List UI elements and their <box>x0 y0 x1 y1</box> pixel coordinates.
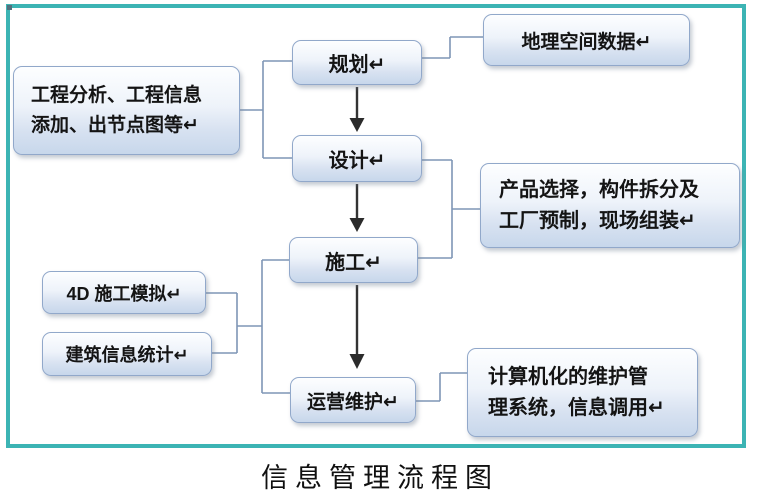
node-4d-simulation: 4D 施工模拟↵ <box>42 271 206 314</box>
node-product-selection-label: 产品选择，构件拆分及 工厂预制，现场组装↵ <box>499 178 699 232</box>
node-building-info-stats: 建筑信息统计↵ <box>42 332 212 376</box>
down-arrowhead-icon <box>349 218 365 232</box>
node-planning: 规划↵ <box>292 40 422 85</box>
flow-arrow-planning-to-design <box>349 87 365 132</box>
node-construction: 施工↵ <box>289 237 418 283</box>
connector-lines <box>206 36 483 402</box>
node-engineering-info: 工程分析、工程信息 添加、出节点图等↵ <box>13 66 240 155</box>
figure-border-frame <box>6 4 746 448</box>
flow-arrow-construction-to-operation <box>349 285 365 369</box>
node-building-info-stats-label: 建筑信息统计↵ <box>65 345 189 365</box>
node-geospatial-data-label: 地理空间数据↵ <box>521 31 652 53</box>
frame-corner-mark <box>7 5 12 10</box>
node-product-selection: 产品选择，构件拆分及 工厂预制，现场组装↵ <box>480 163 740 248</box>
down-arrowhead-icon <box>349 118 365 132</box>
figure-caption: 信息管理流程图 <box>261 463 499 493</box>
flow-arrow-design-to-construction <box>349 184 365 232</box>
node-computerized-maintenance-label: 计算机化的维护管 理系统，信息调用↵ <box>488 365 665 419</box>
node-planning-label: 规划↵ <box>328 54 386 76</box>
node-design: 设计↵ <box>292 135 422 182</box>
down-arrowhead-icon <box>349 354 365 369</box>
node-operation-maintenance-label: 运营维护↵ <box>307 391 399 413</box>
node-construction-label: 施工↵ <box>325 251 382 274</box>
node-operation-maintenance: 运营维护↵ <box>290 377 416 423</box>
node-4d-simulation-label: 4D 施工模拟↵ <box>66 283 182 304</box>
node-engineering-info-label: 工程分析、工程信息 添加、出节点图等↵ <box>31 84 203 136</box>
node-computerized-maintenance: 计算机化的维护管 理系统，信息调用↵ <box>467 348 698 437</box>
node-geospatial-data: 地理空间数据↵ <box>483 14 690 66</box>
node-design-label: 设计↵ <box>328 150 386 172</box>
